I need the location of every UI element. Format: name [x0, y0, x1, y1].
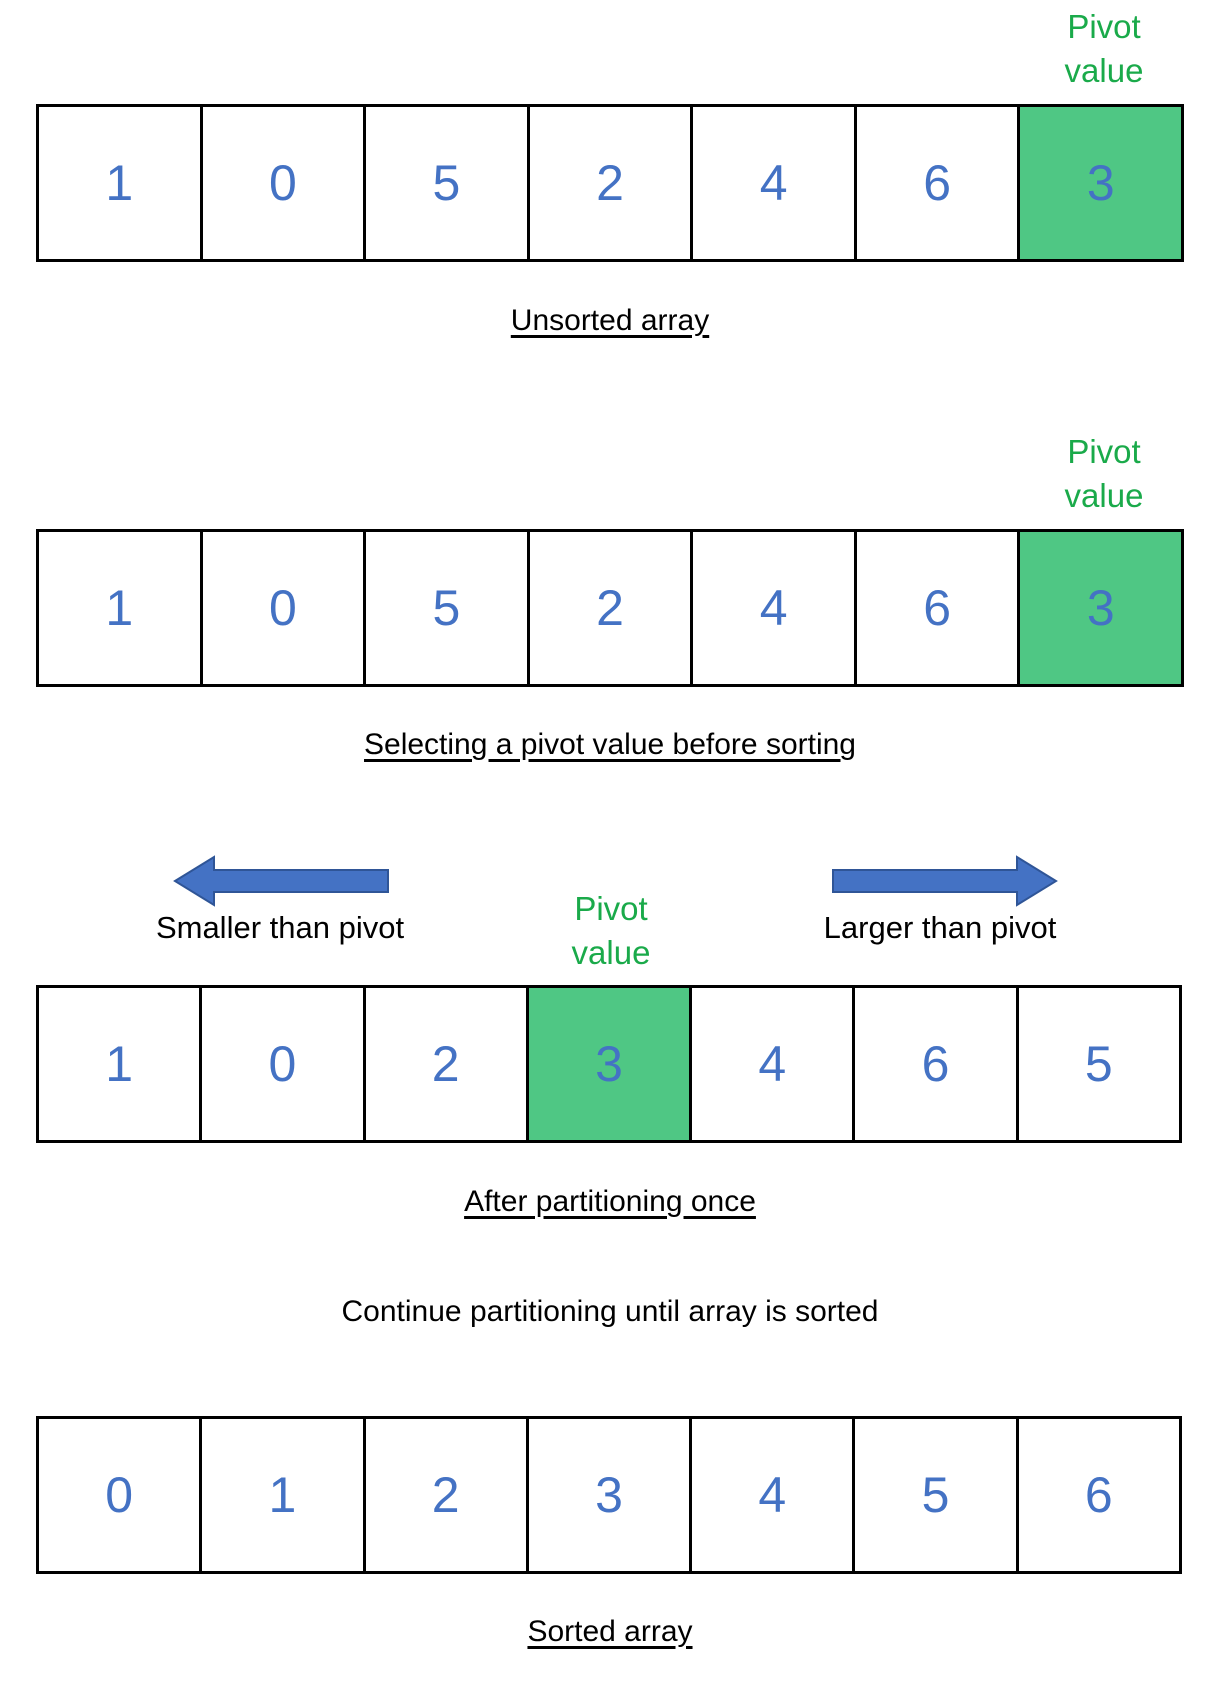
array-cell: 4: [689, 1419, 852, 1571]
arrow-left-icon: [173, 855, 389, 907]
pivot-label-step-3: Pivot value: [526, 887, 696, 975]
pivot-label-line2: value: [1064, 52, 1144, 89]
array-cell: 3: [525, 1419, 689, 1571]
caption-sorted-array: Sorted array: [527, 1615, 693, 1648]
array-select-pivot: 1 0 5 2 4 6 3: [36, 529, 1184, 687]
array-cell: 2: [362, 988, 526, 1140]
array-cell: 5: [852, 1419, 1015, 1571]
array-cell-pivot: 3: [1017, 532, 1182, 684]
array-cell: 5: [1015, 988, 1179, 1140]
array-cell: 6: [853, 532, 1018, 684]
array-cell: 1: [105, 580, 134, 636]
array-cell: 0: [199, 107, 364, 259]
array-cell: 5: [363, 532, 527, 684]
array-cell: 6: [1015, 1419, 1179, 1571]
caption-selecting-pivot: Selecting a pivot value before sorting: [364, 728, 856, 761]
array-cell: 2: [362, 1419, 526, 1571]
pivot-label-line1: Pivot: [574, 890, 648, 927]
caption-unsorted-array: Unsorted array: [510, 304, 710, 337]
larger-than-pivot-label: Larger than pivot: [823, 910, 1057, 945]
array-cell: 1: [105, 155, 134, 211]
pivot-label-line1: Pivot: [1067, 8, 1141, 45]
array-cell: 1: [105, 1036, 134, 1092]
pivot-label-step-2: Pivot value: [1019, 430, 1189, 518]
array-partitioned-once: 1 0 2 3 4 6 5: [36, 985, 1182, 1143]
pivot-label-line2: value: [1064, 477, 1144, 514]
array-cell: 1: [199, 1419, 362, 1571]
array-cell: 5: [363, 107, 527, 259]
array-cell: 0: [199, 988, 362, 1140]
continue-partitioning-note: Continue partitioning until array is sor…: [341, 1295, 879, 1328]
array-cell-pivot: 3: [1017, 107, 1182, 259]
pivot-label-line2: value: [571, 934, 651, 971]
caption-after-partitioning: After partitioning once: [464, 1185, 756, 1218]
pivot-label-step-1: Pivot value: [1019, 5, 1189, 93]
array-cell: 6: [853, 107, 1018, 259]
smaller-than-pivot-label: Smaller than pivot: [155, 910, 405, 945]
arrow-right-icon: [832, 855, 1058, 907]
array-sorted: 0 1 2 3 4 5 6: [36, 1416, 1182, 1574]
array-cell: 0: [199, 532, 364, 684]
array-unsorted: 1 0 5 2 4 6 3: [36, 104, 1184, 262]
array-cell: 4: [689, 988, 852, 1140]
array-cell: 0: [105, 1467, 134, 1523]
array-cell: 4: [690, 532, 854, 684]
array-cell-pivot: 3: [525, 988, 690, 1140]
array-cell: 4: [690, 107, 854, 259]
array-cell: 6: [852, 988, 1015, 1140]
array-cell: 2: [526, 532, 691, 684]
array-cell: 2: [526, 107, 691, 259]
pivot-label-line1: Pivot: [1067, 433, 1141, 470]
